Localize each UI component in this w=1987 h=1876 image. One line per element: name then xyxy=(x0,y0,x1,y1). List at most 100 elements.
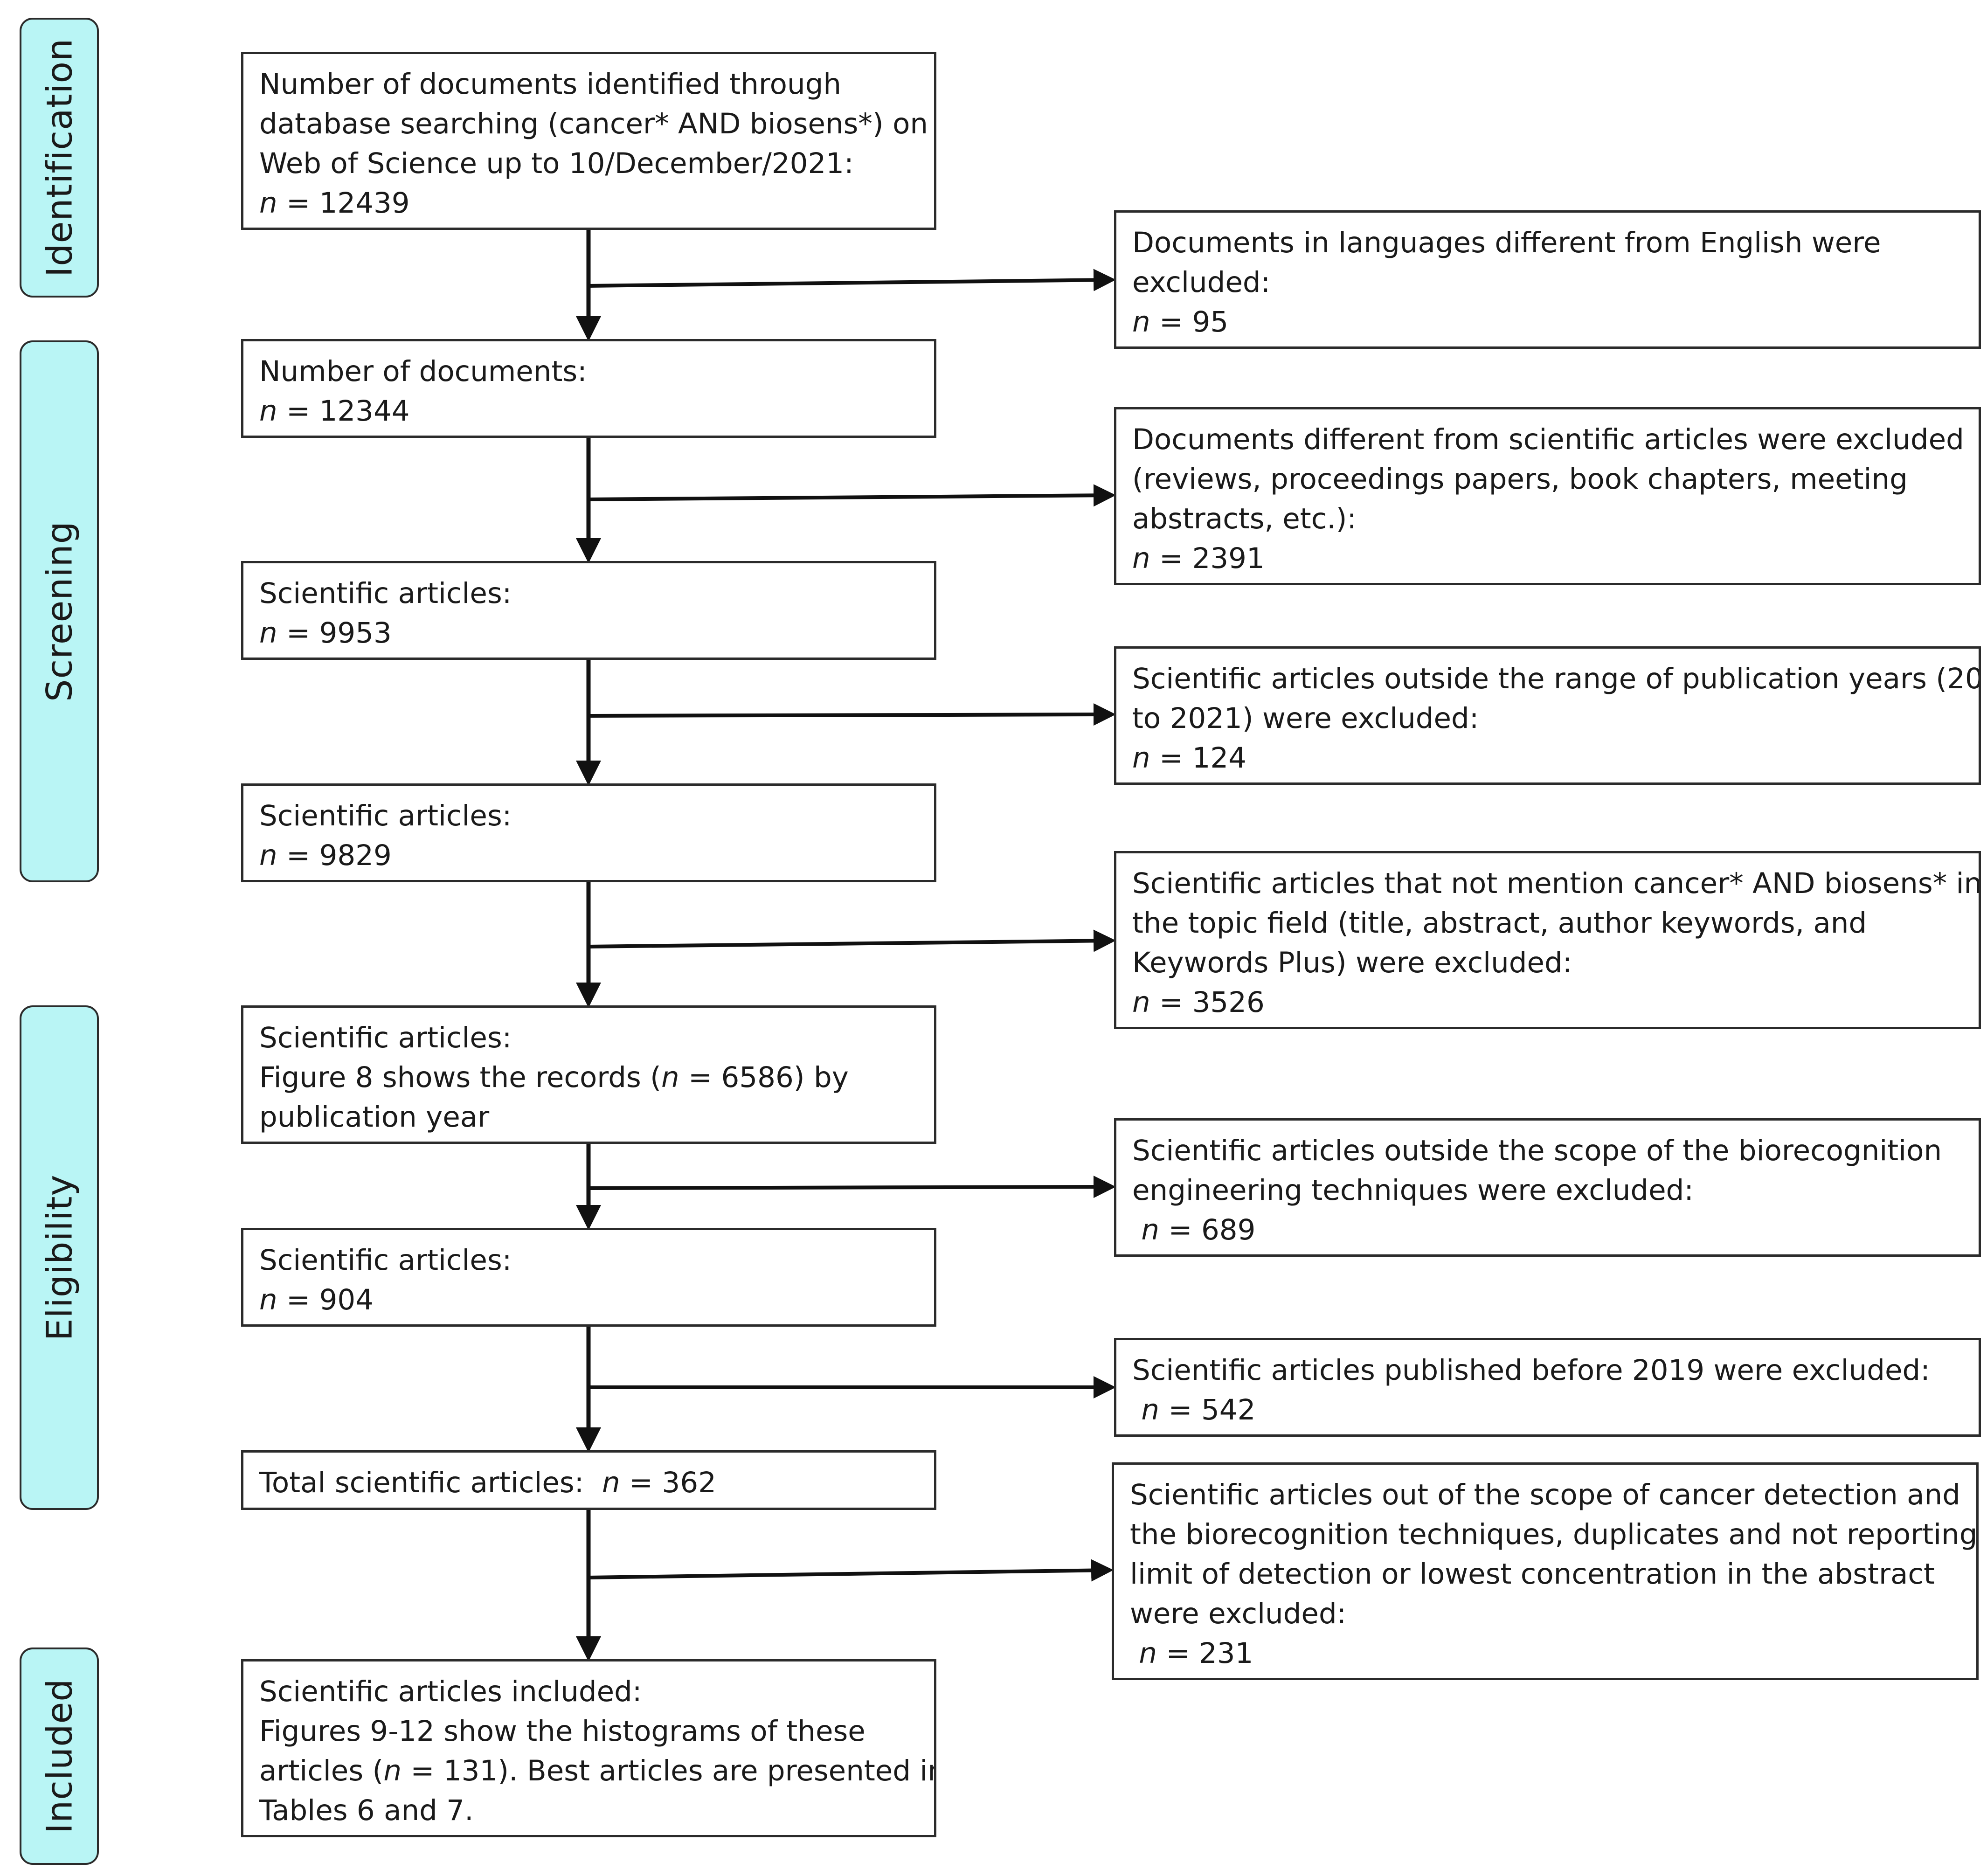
box-text-line: publication year xyxy=(259,1101,490,1134)
box-text: Total scientific articles: xyxy=(259,1466,602,1499)
count-value: = 3526 xyxy=(1150,986,1265,1019)
count-value: = 9829 xyxy=(277,839,392,872)
scientific-articles-box-2: Scientific articles: n = 9829 xyxy=(241,783,936,882)
scientific-articles-box-3: Scientific articles: Figure 8 shows the … xyxy=(241,1005,936,1144)
exclusion-arrow xyxy=(588,703,1116,726)
exclusion-arrow xyxy=(588,484,1116,507)
indent xyxy=(1130,1637,1139,1670)
n-symbol: n xyxy=(1132,305,1150,339)
indent xyxy=(1132,1393,1141,1426)
box-text-line: Web of Science up to 10/December/2021: xyxy=(259,147,854,180)
n-symbol: n xyxy=(1132,986,1150,1019)
scientific-articles-box-4: Scientific articles: n = 904 xyxy=(241,1228,936,1327)
count-value: = 542 xyxy=(1159,1393,1256,1426)
total-articles-box: Total scientific articles: n = 362 xyxy=(241,1450,936,1510)
box-count-line: n = 689 xyxy=(1132,1210,1963,1250)
phase-identification: Identification xyxy=(20,18,99,298)
phase-eligibility: Eligibility xyxy=(20,1005,99,1510)
n-symbol: n xyxy=(259,1283,277,1316)
phase-included-label: Included xyxy=(38,1678,80,1834)
box-text-line: Scientific articles outside the scope of… xyxy=(1132,1134,1942,1167)
n-symbol: n xyxy=(661,1061,679,1094)
count-value: = 362 xyxy=(620,1466,716,1499)
phase-included: Included xyxy=(20,1648,99,1865)
n-symbol: n xyxy=(1132,542,1150,575)
count-value: = 9953 xyxy=(277,616,392,650)
excluded-document-type-box: Documents different from scientific arti… xyxy=(1114,407,1981,585)
phase-screening: Screening xyxy=(20,340,99,882)
phase-identification-label: Identification xyxy=(38,38,80,277)
box-text-line: Tables 6 and 7. xyxy=(259,1794,474,1827)
box-count-line: n = 124 xyxy=(1132,738,1963,778)
box-text-line: articles (n = 131). Best articles are pr… xyxy=(259,1751,934,1791)
box-text-line: Number of documents identified through xyxy=(259,68,842,101)
n-symbol: n xyxy=(602,1466,620,1499)
box-text-line: Scientific articles: xyxy=(259,577,512,610)
count-value: = 12344 xyxy=(277,395,410,428)
n-symbol: n xyxy=(259,187,277,220)
excluded-out-of-scope-box: Scientific articles out of the scope of … xyxy=(1112,1462,1979,1680)
box-text-line: Scientific articles: xyxy=(259,1021,512,1054)
box-text-line: database searching (cancer* AND biosens*… xyxy=(259,107,928,140)
box-text-line: Figures 9-12 show the histograms of thes… xyxy=(259,1715,865,1748)
excluded-language-box: Documents in languages different from En… xyxy=(1114,210,1981,349)
n-symbol: n xyxy=(259,395,277,428)
box-text-line: (reviews, proceedings papers, book chapt… xyxy=(1132,463,1908,496)
box-count-line: n = 12439 xyxy=(259,183,918,223)
box-count-line: n = 95 xyxy=(1132,302,1963,342)
excluded-before-2019-box: Scientific articles published before 201… xyxy=(1114,1338,1981,1437)
box-text-line: to 2021) were excluded: xyxy=(1132,702,1479,735)
box-text-line: Documents in languages different from En… xyxy=(1132,226,1881,259)
box-count-line: n = 9953 xyxy=(259,613,918,653)
box-count-line: n = 904 xyxy=(259,1280,918,1320)
box-text-line: abstracts, etc.): xyxy=(1132,502,1357,535)
text-fragment: articles ( xyxy=(259,1754,384,1787)
box-text-line: Scientific articles: xyxy=(259,799,512,832)
text-fragment: = 131). Best articles are presented in xyxy=(401,1754,936,1787)
box-text-line: limit of detection or lowest concentrati… xyxy=(1130,1558,1935,1591)
box-text-line: Scientific articles that not mention can… xyxy=(1132,867,1981,900)
count-value: = 231 xyxy=(1157,1637,1253,1670)
box-text-line: Scientific articles out of the scope of … xyxy=(1130,1478,1960,1511)
box-text-line: Scientific articles included: xyxy=(259,1675,642,1708)
included-articles-box: Scientific articles included: Figures 9-… xyxy=(241,1659,936,1837)
n-symbol: n xyxy=(383,1754,402,1787)
records-identified-box: Number of documents identified through d… xyxy=(241,52,936,230)
box-count-line: Total scientific articles: n = 362 xyxy=(259,1463,918,1502)
n-symbol: n xyxy=(1132,741,1150,775)
n-symbol: n xyxy=(1139,1637,1157,1670)
count-value: = 689 xyxy=(1159,1213,1256,1246)
box-text-line: Number of documents: xyxy=(259,355,587,388)
excluded-publication-years-box: Scientific articles outside the range of… xyxy=(1114,646,1981,785)
exclusion-arrow xyxy=(588,929,1116,952)
box-text-line: engineering techniques were excluded: xyxy=(1132,1174,1694,1207)
count-value: = 12439 xyxy=(277,187,410,220)
phase-screening-label: Screening xyxy=(38,521,80,702)
exclusion-arrow xyxy=(588,1559,1114,1582)
box-count-line: n = 12344 xyxy=(259,391,918,431)
phase-eligibility-label: Eligibility xyxy=(38,1174,80,1341)
exclusion-arrows xyxy=(588,269,1116,1582)
box-count-line: n = 542 xyxy=(1132,1390,1963,1430)
box-count-line: n = 231 xyxy=(1130,1634,1960,1673)
box-text-line: were excluded: xyxy=(1130,1597,1347,1630)
box-text-line: Scientific articles outside the range of… xyxy=(1132,662,1981,695)
box-text-line: Documents different from scientific arti… xyxy=(1132,423,1964,456)
box-count-line: n = 3526 xyxy=(1132,983,1963,1022)
box-count-line: n = 2391 xyxy=(1132,539,1963,578)
count-value: = 95 xyxy=(1150,305,1229,339)
n-symbol: n xyxy=(1141,1393,1160,1426)
exclusion-arrow xyxy=(588,269,1116,291)
scientific-articles-box-1: Scientific articles: n = 9953 xyxy=(241,561,936,660)
box-text-line: the topic field (title, abstract, author… xyxy=(1132,907,1867,940)
count-value: = 124 xyxy=(1150,741,1246,775)
count-value: = 2391 xyxy=(1150,542,1265,575)
indent xyxy=(1132,1213,1141,1246)
box-text-line: the biorecognition techniques, duplicate… xyxy=(1130,1518,1978,1551)
documents-box: Number of documents: n = 12344 xyxy=(241,339,936,438)
box-count-line: n = 9829 xyxy=(259,836,918,875)
box-text-line: Scientific articles published before 201… xyxy=(1132,1354,1930,1387)
box-text-line: Figure 8 shows the records (n = 6586) by xyxy=(259,1058,918,1097)
